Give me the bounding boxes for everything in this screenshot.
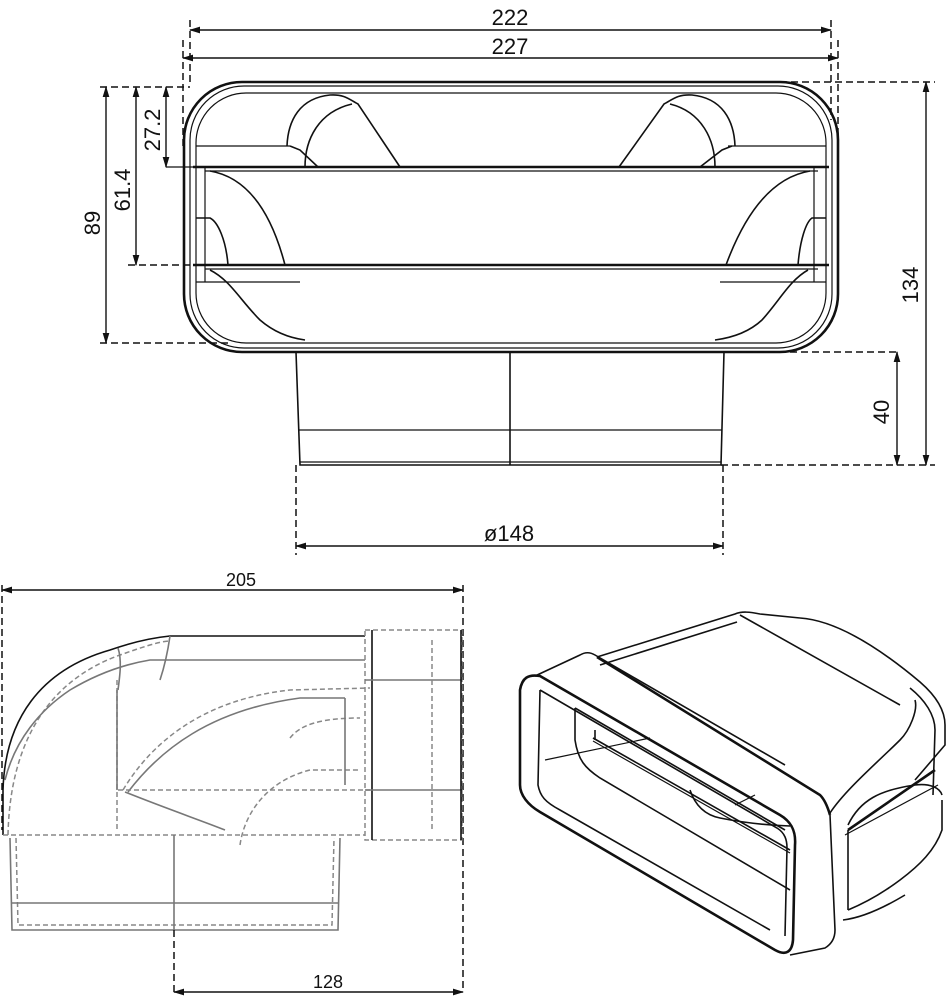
elbow-outer-curve <box>2 635 365 835</box>
dim-height-louvre-span: 61.4 <box>110 169 135 212</box>
dim-width-inner: 222 <box>492 5 529 30</box>
front-body-outline <box>182 80 840 354</box>
dim-collar-offset: 128 <box>313 972 343 992</box>
dim-height-total: 134 <box>898 267 923 304</box>
isometric-view <box>518 611 946 956</box>
dim-collar-diameter: ø148 <box>484 521 534 546</box>
dim-overall-length: 205 <box>226 570 256 590</box>
side-view: 205 128 <box>0 570 465 996</box>
iso-front-frame <box>518 674 797 954</box>
front-view: 222 227 89 61.4 27.2 134 40 ø148 <box>80 5 935 555</box>
dim-width-outer: 227 <box>492 34 529 59</box>
dim-collar-height: 40 <box>869 400 894 424</box>
dim-height-flat-outlet: 89 <box>80 211 105 235</box>
dim-height-top-louvre: 27.2 <box>140 109 165 152</box>
